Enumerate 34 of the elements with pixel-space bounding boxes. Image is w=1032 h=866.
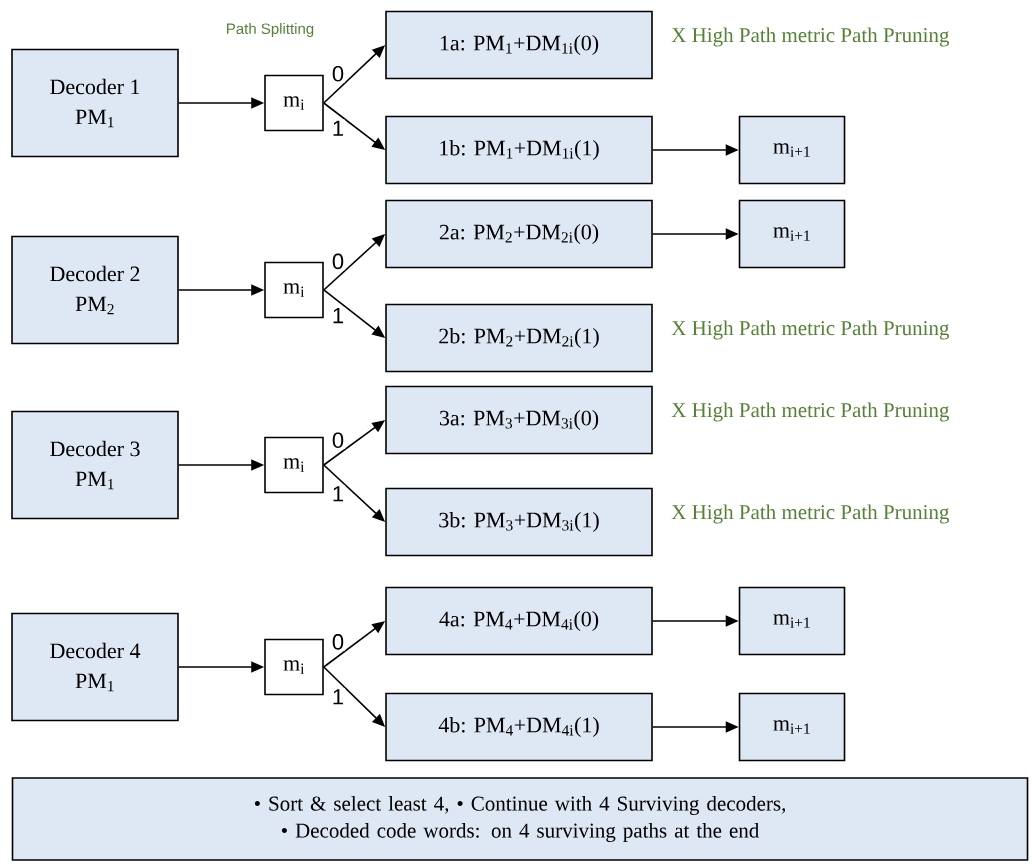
pruning-note: X High Path metric Path Pruning (671, 320, 950, 340)
next-metric-box: m$_{i+1}$ (738, 586, 846, 656)
edge-label: 0 (330, 633, 346, 651)
decoder-box: Decoder 1 PM$_{1}$ (11, 48, 179, 158)
edge-label: 1 (330, 688, 346, 706)
edge-label: 0 (330, 431, 346, 450)
path-box: 2a: PM$_{2}$+DM$_{2i}$(0) (385, 199, 653, 269)
edge-label: 1 (330, 307, 346, 325)
edge-label: 0 (330, 64, 346, 83)
next-metric-box: m$_{i+1}$ (738, 115, 846, 185)
summary-box: • Sort & select least 4, • Continue with 4 Surviving decoders, • Decoded code words: on 4 surviving paths at the end (11, 777, 1029, 861)
decoder-box: Decoder 2 PM$_{2}$ (11, 235, 179, 345)
pruning-note: X High Path metric Path Pruning (671, 27, 950, 47)
path-box: 3a: PM$_{3}$+DM$_{3i}$(0) (385, 385, 653, 455)
pruning-note: X High Path metric Path Pruning (671, 402, 950, 422)
edge-label: 1 (330, 119, 346, 137)
heading-label: Path Splitting (227, 23, 314, 37)
decoder-box: Decoder 3 PM$_{1}$ (11, 410, 179, 520)
path-box: 2b: PM$_{2}$+DM$_{2i}$(1) (385, 303, 653, 373)
path-box: 1b: PM$_{1}$+DM$_{1i}$(1) (385, 115, 653, 185)
next-metric-box: m$_{i+1}$ (738, 692, 846, 762)
path-box: 3b: PM$_{3}$+DM$_{3i}$(1) (385, 487, 653, 557)
metric-box: m$_{i}$ (264, 261, 324, 319)
metric-box: m$_{i}$ (264, 436, 324, 494)
path-box: 4a: PM$_{4}$+DM$_{4i}$(0) (385, 586, 653, 656)
next-metric-box: m$_{i+1}$ (738, 199, 846, 269)
edge-label: 1 (330, 485, 346, 503)
path-box: 1a: PM$_{1}$+DM$_{1i}$(0) (385, 10, 653, 80)
edge-label: 0 (330, 252, 346, 271)
metric-box: m$_{i}$ (264, 74, 324, 132)
pruning-note: X High Path metric Path Pruning (671, 504, 950, 524)
metric-box: m$_{i}$ (264, 638, 324, 696)
decoder-box: Decoder 4 PM$_{1}$ (11, 612, 179, 722)
path-box: 4b: PM$_{4}$+DM$_{4i}$(1) (385, 692, 653, 762)
